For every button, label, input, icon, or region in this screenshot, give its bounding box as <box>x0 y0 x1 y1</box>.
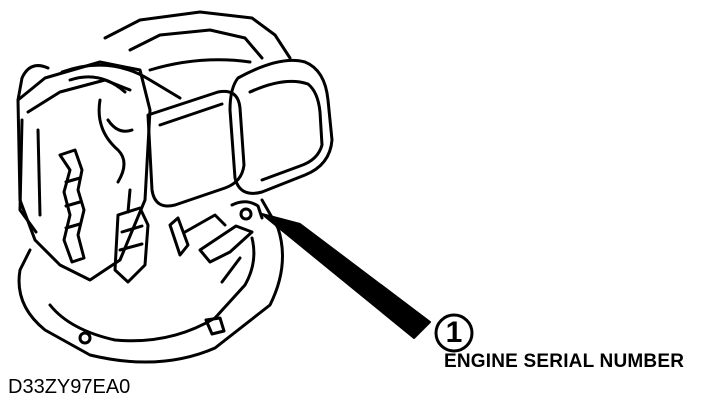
engine-base-inner <box>48 236 256 343</box>
base-bolt-hole <box>78 331 92 345</box>
base-stud <box>204 316 226 336</box>
engine-serial-number-label: ENGINE SERIAL NUMBER <box>444 351 685 372</box>
fuel-filter <box>58 148 86 264</box>
flywheel-cover <box>228 58 334 195</box>
callout-circle <box>434 313 474 353</box>
fuel-pump <box>113 206 150 284</box>
callout-number-text: 1 <box>445 316 463 349</box>
callout-number: 1 <box>432 311 484 355</box>
engine-base-plate <box>17 198 284 364</box>
powerhead-top-inner <box>128 28 264 60</box>
fuel-hose <box>16 64 50 102</box>
powerhead-top <box>103 10 292 60</box>
figure-code: D33ZY97EA0 <box>8 376 131 398</box>
throttle-linkage <box>168 216 190 257</box>
center-module <box>146 89 246 208</box>
serial-number-leader-arrow <box>261 213 431 339</box>
